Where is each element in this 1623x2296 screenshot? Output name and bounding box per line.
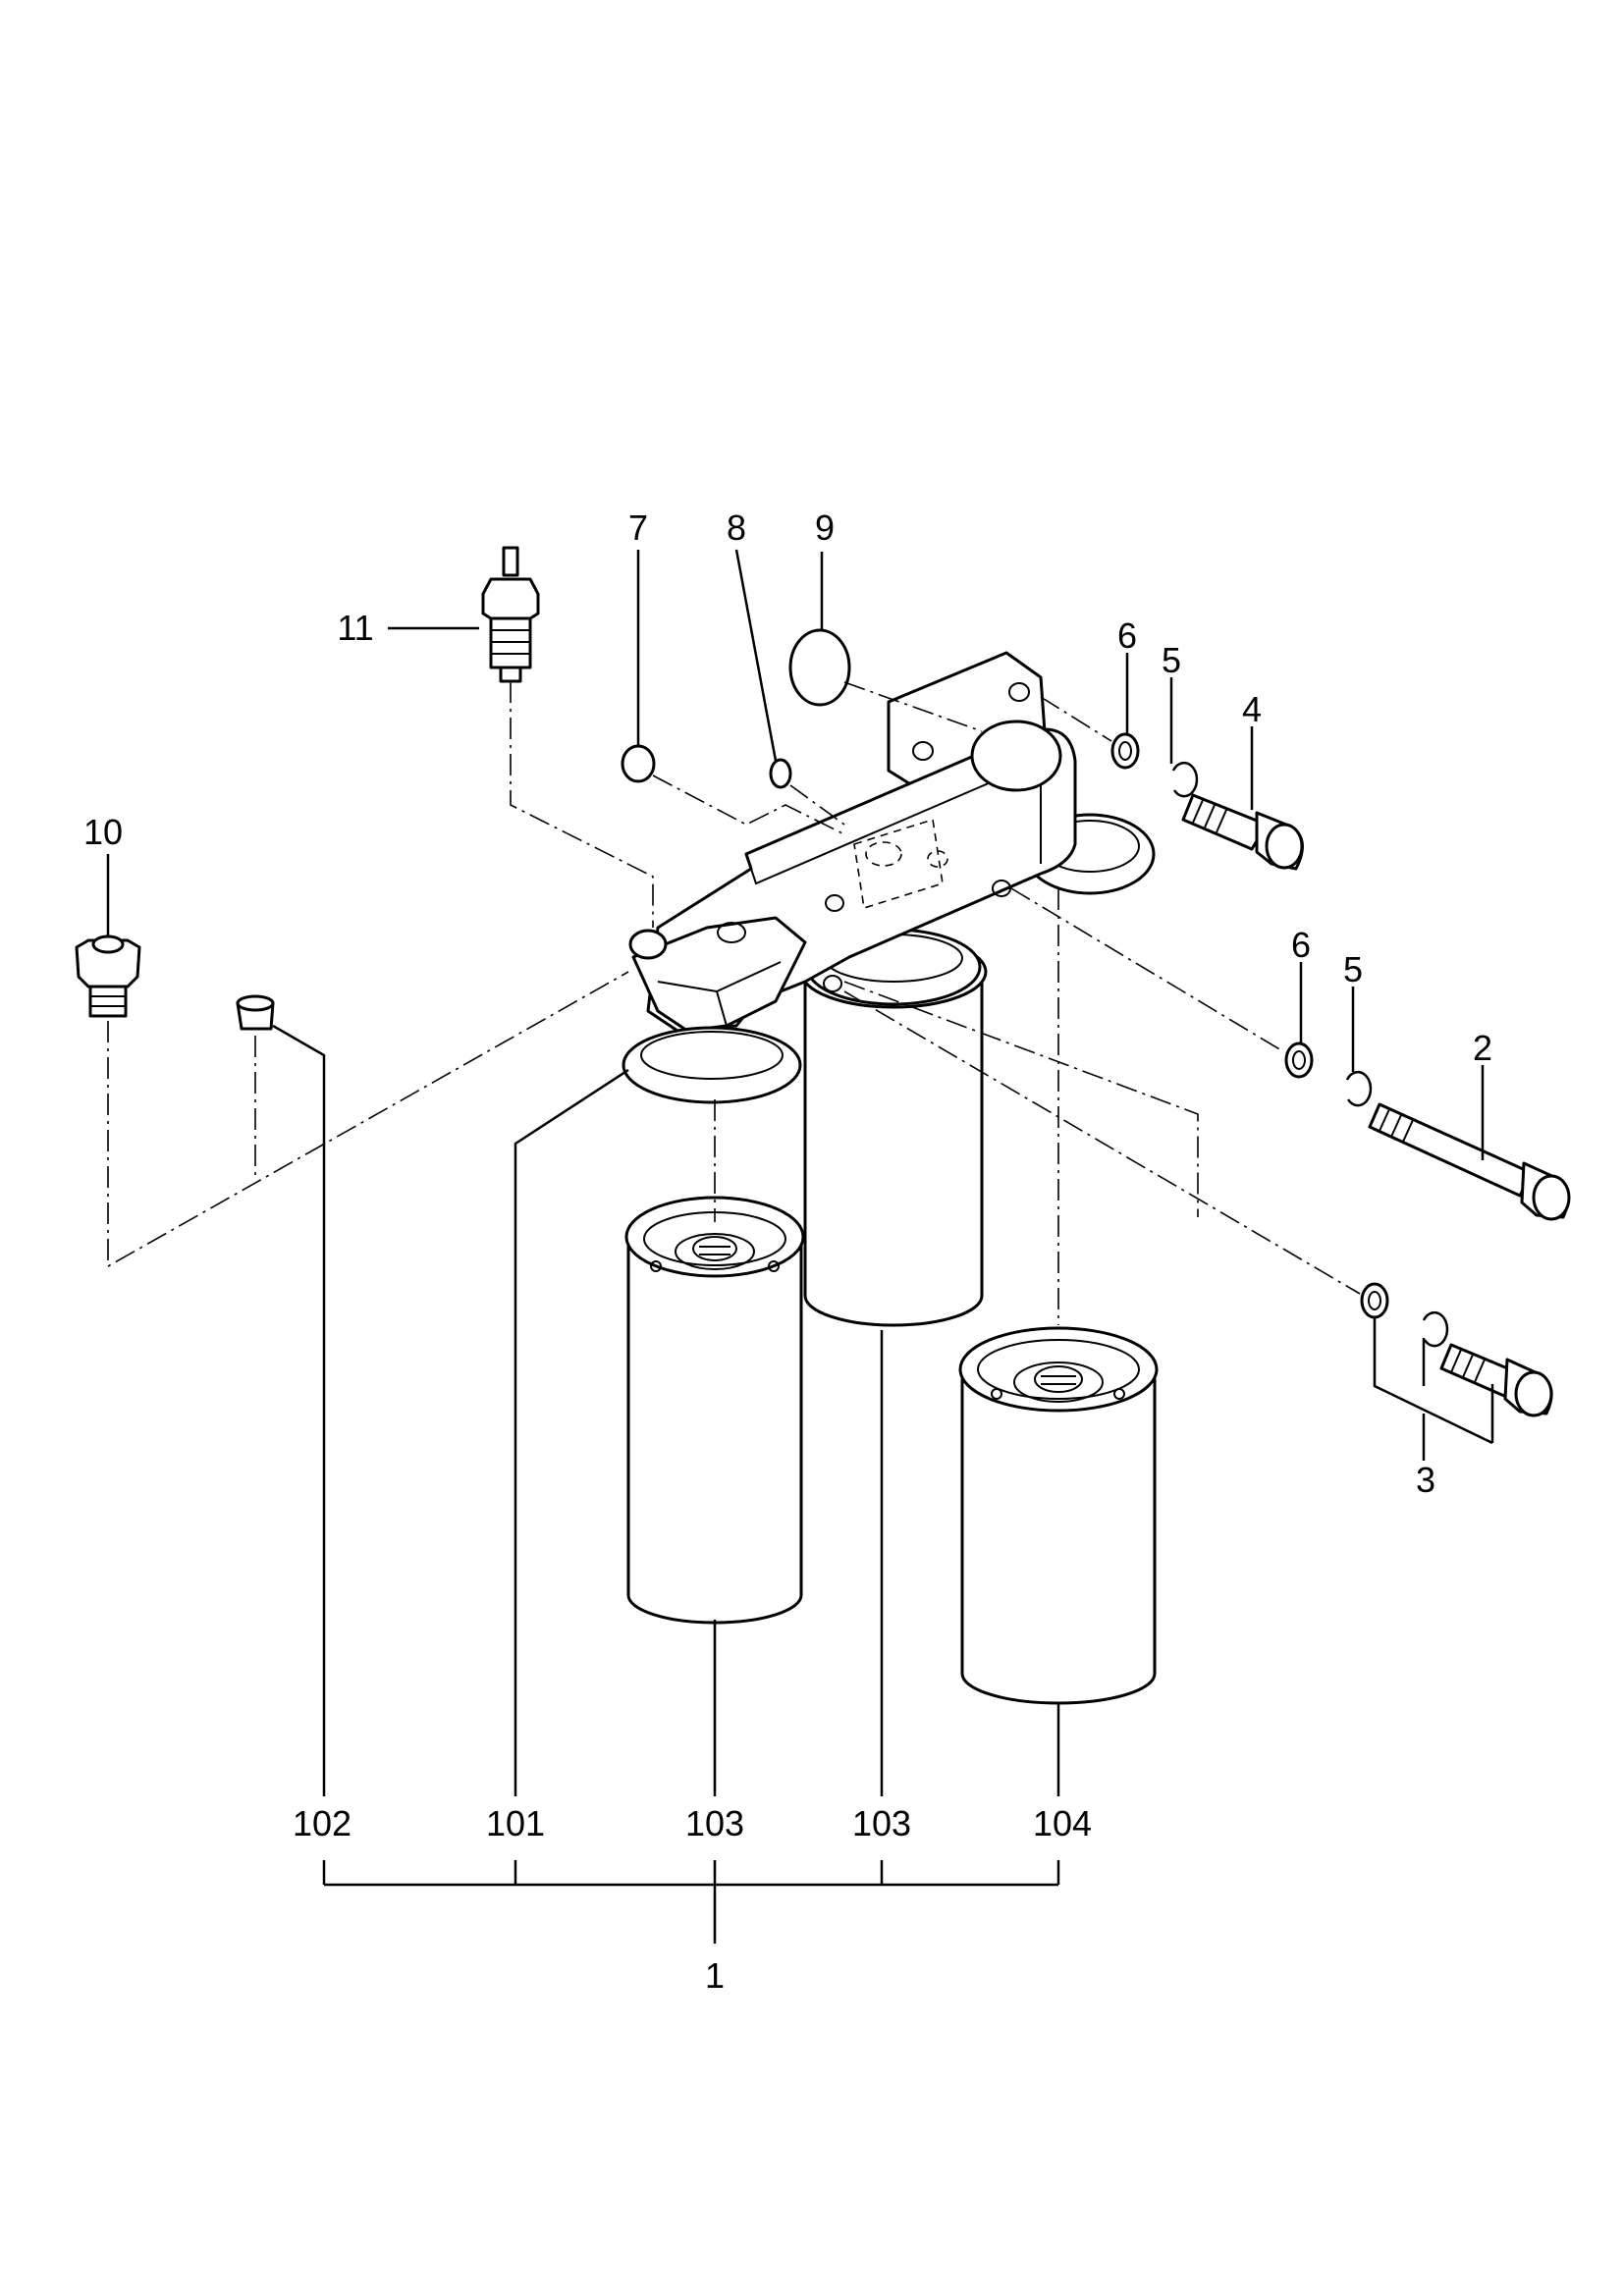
callout-7: 7 (628, 507, 648, 548)
callout-101: 101 (486, 1803, 545, 1843)
callout-102: 102 (293, 1803, 352, 1843)
part-104-filter-element (958, 1326, 1159, 1705)
callout-103-rear: 103 (852, 1803, 911, 1843)
callout-11: 11 (337, 608, 373, 648)
part-10-fitting (75, 934, 141, 1018)
part-5-snap-ring-middle (1345, 1070, 1373, 1107)
callout-3: 3 (1416, 1460, 1435, 1500)
callout-9: 9 (815, 507, 835, 548)
part-5-snap-ring-upper (1171, 761, 1199, 798)
part-11-pressure-switch (481, 546, 540, 683)
part-6-washer-middle (1284, 1041, 1314, 1079)
part-4-bolt (1181, 793, 1304, 871)
callout-5-upper: 5 (1162, 640, 1181, 680)
callout-6-upper: 6 (1117, 615, 1137, 656)
callout-4: 4 (1242, 689, 1262, 729)
part-103-front-filter-element (624, 1196, 805, 1625)
callout-2: 2 (1473, 1028, 1492, 1068)
callout-6-middle: 6 (1291, 925, 1311, 965)
part-101-filter-base (622, 1026, 802, 1104)
part-filter-head (628, 651, 1156, 1033)
callout-8: 8 (727, 507, 746, 548)
part-6-washer-upper (1110, 732, 1140, 770)
callout-5-middle: 5 (1343, 949, 1363, 989)
part-2-bolt (1368, 1102, 1571, 1221)
callout-103-front: 103 (685, 1803, 744, 1843)
callout-labels: 1 2 3 4 5 5 6 6 7 8 9 10 11 101 102 103 … (83, 507, 1492, 1996)
callout-1: 1 (705, 1955, 725, 1996)
part-102-plug (236, 994, 275, 1031)
part-9-o-ring (788, 628, 851, 707)
assembly-centerlines (107, 681, 1361, 1325)
callout-10: 10 (83, 812, 123, 852)
part-3-bolt-kit (1360, 1282, 1553, 1417)
leader-lines (106, 549, 1494, 1944)
callout-104: 104 (1033, 1803, 1092, 1843)
part-8-o-ring (769, 758, 792, 789)
part-7-o-ring (621, 744, 656, 783)
